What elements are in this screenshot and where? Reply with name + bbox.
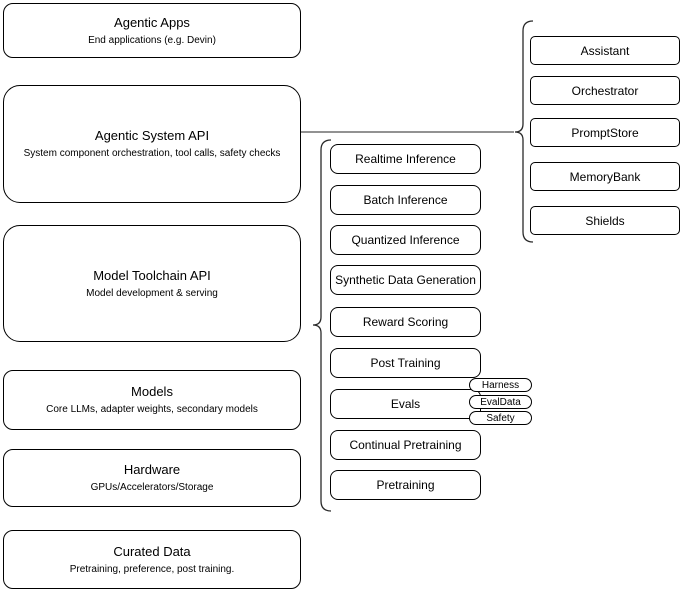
box-curated-data: Curated Data Pretraining, preference, po… <box>3 530 301 589</box>
toolchain-item-synthetic-data-generation: Synthetic Data Generation <box>330 265 481 295</box>
component-memorybank: MemoryBank <box>530 162 680 191</box>
box-agentic-apps: Agentic Apps End applications (e.g. Devi… <box>3 3 301 58</box>
toolchain-item-quantized-inference: Quantized Inference <box>330 225 481 255</box>
eval-tag-harness: Harness <box>469 378 532 392</box>
toolchain-item-continual-pretraining: Continual Pretraining <box>330 430 481 460</box>
agentic-system-api-subtitle: System component orchestration, tool cal… <box>23 148 281 159</box>
toolchain-item-batch-inference: Batch Inference <box>330 185 481 215</box>
toolchain-item-evals: Evals <box>330 389 481 419</box>
eval-tag-safety: Safety <box>469 411 532 425</box>
toolchain-item-reward-scoring: Reward Scoring <box>330 307 481 337</box>
agentic-apps-subtitle: End applications (e.g. Devin) <box>88 34 216 46</box>
box-models: Models Core LLMs, adapter weights, secon… <box>3 370 301 430</box>
component-promptstore: PromptStore <box>530 118 680 147</box>
curated-data-title: Curated Data <box>113 543 191 559</box>
model-toolchain-api-subtitle: Model development & serving <box>86 287 218 299</box>
toolchain-item-post-training: Post Training <box>330 348 481 378</box>
agentic-apps-title: Agentic Apps <box>114 14 190 30</box>
curated-data-subtitle: Pretraining, preference, post training. <box>69 563 235 575</box>
component-orchestrator: Orchestrator <box>530 76 680 105</box>
model-toolchain-api-title: Model Toolchain API <box>93 267 211 283</box>
box-hardware: Hardware GPUs/Accelerators/Storage <box>3 449 301 507</box>
models-title: Models <box>131 384 173 399</box>
toolchain-item-pretraining: Pretraining <box>330 470 481 500</box>
component-assistant: Assistant <box>530 36 680 65</box>
agentic-system-api-title: Agentic System API <box>94 128 210 143</box>
hardware-subtitle: GPUs/Accelerators/Storage <box>90 482 214 493</box>
models-subtitle: Core LLMs, adapter weights, secondary mo… <box>46 404 258 415</box>
box-agentic-system-api: Agentic System API System component orch… <box>3 85 301 203</box>
box-model-toolchain-api: Model Toolchain API Model development & … <box>3 225 301 342</box>
toolchain-item-realtime-inference: Realtime Inference <box>330 144 481 174</box>
eval-tag-evaldata: EvalData <box>469 395 532 409</box>
component-shields: Shields <box>530 206 680 235</box>
toolchain-brace <box>312 139 332 512</box>
hardware-title: Hardware <box>123 462 181 477</box>
